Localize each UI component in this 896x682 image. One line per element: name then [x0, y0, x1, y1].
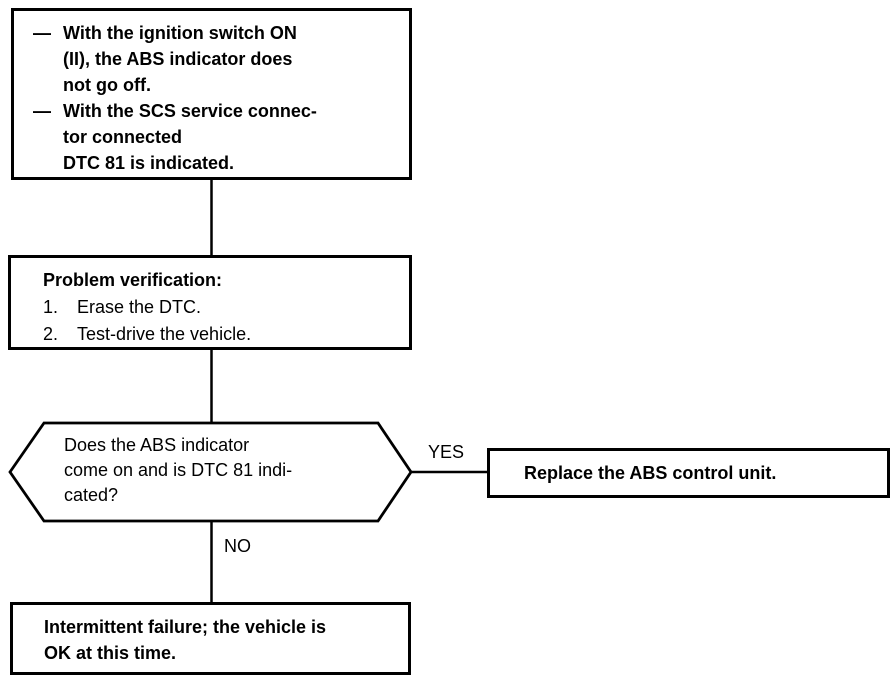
no-branch-label: NO	[224, 536, 251, 556]
symptom-item: — With the SCS service connec- tor conne…	[33, 98, 399, 176]
decision-question: Does the ABS indicator come on and is DT…	[64, 435, 293, 505]
step-number: 2.	[43, 324, 59, 344]
verification-title: Problem verification:	[43, 270, 223, 290]
no-result-text: Intermittent failure; the vehicle is OK …	[44, 617, 327, 663]
step-text: Erase the DTC.	[77, 297, 202, 317]
step-number: 1.	[43, 297, 59, 317]
dash-bullet: —	[33, 101, 51, 121]
verification-step: 2. Test-drive the vehicle.	[43, 321, 399, 348]
symptom-box: — With the ignition switch ON (II), the …	[11, 8, 412, 180]
symptom-item-text: With the ignition switch ON (II), the AB…	[63, 23, 297, 95]
step-text: Test-drive the vehicle.	[77, 324, 252, 344]
verification-step: 1. Erase the DTC.	[43, 294, 399, 321]
yes-branch-label: YES	[428, 442, 465, 462]
symptom-item: — With the ignition switch ON (II), the …	[33, 20, 399, 98]
verification-box: Problem verification: 1. Erase the DTC. …	[8, 255, 412, 350]
yes-result-box: Replace the ABS control unit.	[487, 448, 890, 498]
dash-bullet: —	[33, 23, 51, 43]
no-result-box: Intermittent failure; the vehicle is OK …	[10, 602, 411, 675]
yes-result-text: Replace the ABS control unit.	[524, 463, 777, 483]
symptom-item-text: With the SCS service connec- tor connect…	[63, 101, 317, 173]
